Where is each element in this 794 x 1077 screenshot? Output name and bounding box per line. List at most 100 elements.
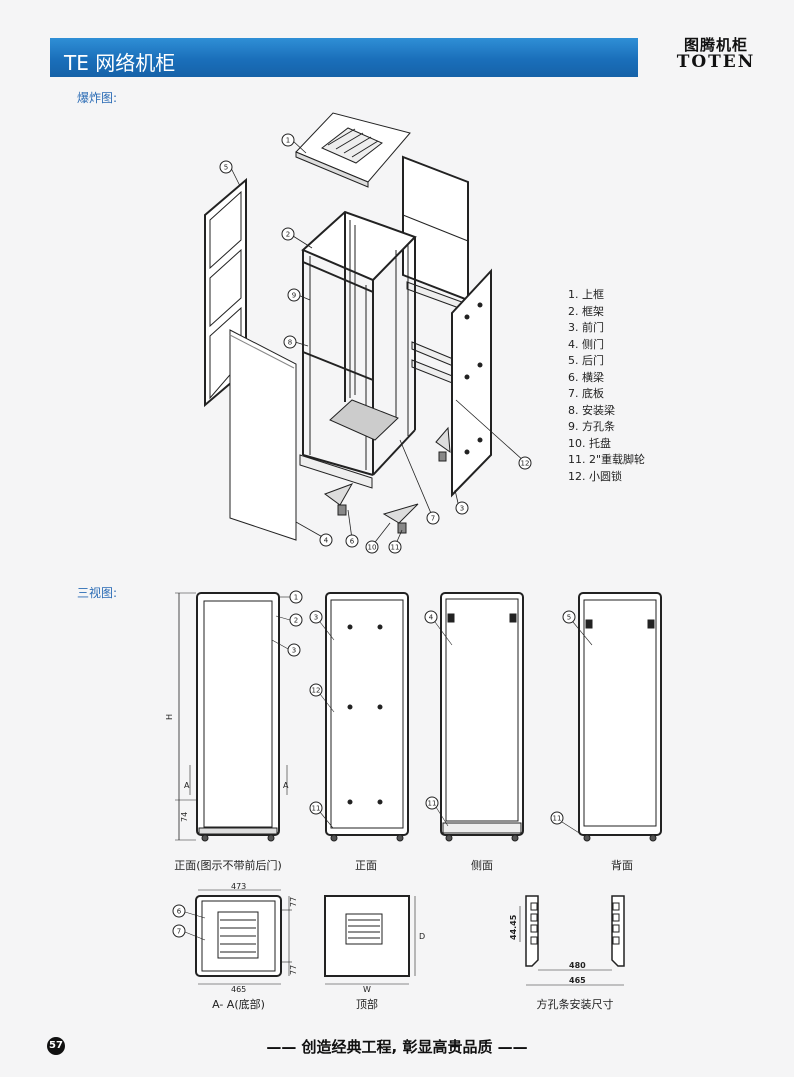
base-dim-label: 74: [180, 812, 189, 822]
footer-slogan: —— 创造经典工程, 彰显高贵品质 ——: [266, 1038, 528, 1056]
callout-marker: [289, 590, 303, 604]
callout-marker: [425, 796, 439, 810]
brand-name-en: TOTEN: [676, 52, 756, 72]
callout-number: 4: [429, 614, 434, 622]
exploded-view: 1 5 2 9 8 3 4 6 7 10 11 12: [204, 112, 532, 554]
callout-number: 12: [521, 460, 530, 468]
callout-marker: [172, 904, 186, 918]
caption-section-aa: A- A(底部): [212, 998, 265, 1011]
callout-marker: [550, 811, 564, 825]
callout-number: 10: [368, 544, 377, 552]
legend-item: 6. 横梁: [568, 370, 604, 384]
legend-item: 12. 小圆锁: [568, 469, 622, 483]
callout-number: 4: [324, 537, 329, 545]
section-mark-a: A: [184, 781, 190, 790]
width-dim-label: W: [363, 985, 371, 994]
callout-number: 5: [567, 614, 571, 622]
legend-item: 11. 2"重载脚轮: [568, 453, 646, 466]
section-aa-view: [195, 889, 292, 985]
depth-77-label: 77: [289, 965, 298, 975]
rail-u-label: 44.45: [509, 914, 518, 940]
callout-marker: [309, 683, 323, 697]
front-view: [325, 592, 409, 842]
cabinet-frame-part: [301, 210, 417, 476]
callout-marker: [426, 511, 440, 525]
legend-item: 9. 方孔条: [568, 420, 615, 433]
rail-mounting-diagram: [519, 895, 625, 986]
front-view-no-door: [175, 592, 291, 842]
legend-item: 3. 前门: [568, 321, 604, 334]
callout-marker: [283, 335, 297, 349]
bottom-plate-part: [299, 454, 373, 489]
caster-part: [382, 503, 419, 524]
legend-item: 7. 底板: [568, 387, 604, 400]
side-door-part: [229, 329, 297, 541]
caption-front: 正面: [355, 859, 377, 872]
tray-part: [329, 399, 399, 441]
callout-marker: [287, 643, 301, 657]
callout-marker: [287, 288, 301, 302]
callout-number: 6: [350, 538, 355, 546]
callout-number: 1: [286, 137, 290, 145]
callout-number: 2: [286, 231, 290, 239]
callout-marker: [424, 610, 438, 624]
title-bar: TE 网络机柜: [50, 38, 638, 77]
callout-marker: [309, 801, 323, 815]
callout-number: 7: [177, 928, 181, 936]
page-number: 57: [47, 1037, 65, 1055]
callout-number: 7: [431, 515, 435, 523]
callout-number: 3: [314, 614, 318, 622]
caster-part: [435, 426, 451, 454]
rail-465-label: 465: [569, 976, 586, 985]
callout-number: 2: [294, 617, 298, 625]
brand-name-cn: 图腾机柜: [683, 36, 748, 54]
exploded-view-label: 爆炸图:: [77, 91, 118, 105]
callout-marker: [388, 540, 402, 554]
callout-number: 12: [312, 687, 321, 695]
callout-number: 3: [460, 505, 464, 513]
callout-marker: [219, 160, 233, 174]
side-view: [440, 592, 524, 842]
legend-item: 1. 上框: [568, 288, 604, 301]
callout-marker: [455, 501, 469, 515]
height-dim-label: H: [165, 714, 174, 720]
legend-item: 8. 安装梁: [568, 403, 615, 417]
legend-item: 10. 托盘: [568, 436, 611, 450]
depth-77-label: 77: [289, 897, 298, 907]
parts-legend: 1. 上框 2. 框架 3. 前门 4. 侧门 5. 后门 6. 横梁 7. 底…: [568, 287, 645, 485]
caption-side: 侧面: [471, 859, 493, 872]
page-title: TE 网络机柜: [64, 51, 176, 75]
callout-marker: [518, 456, 532, 470]
caption-rail-dims: 方孔条安装尺寸: [536, 998, 614, 1011]
caption-top: 顶部: [356, 998, 378, 1011]
callout-number: 11: [428, 800, 437, 808]
width-473-label: 473: [231, 882, 246, 891]
callout-number: 11: [553, 815, 562, 823]
top-view: [324, 895, 416, 985]
section-mark-a: A: [283, 781, 289, 790]
callout-number: 9: [292, 292, 296, 300]
callout-marker: [172, 924, 186, 938]
back-view: [578, 592, 662, 842]
callout-number: 11: [312, 805, 321, 813]
callout-marker: [289, 613, 303, 627]
caster-part: [323, 483, 354, 506]
legend-item: 4. 侧门: [568, 337, 604, 351]
rail-480-label: 480: [569, 961, 586, 970]
callout-number: 1: [294, 594, 298, 602]
caption-front-no-door: 正面(图示不带前后门): [174, 859, 282, 872]
callout-number: 11: [391, 544, 400, 552]
callout-marker: [365, 540, 379, 554]
callout-number: 3: [292, 647, 296, 655]
callout-number: 5: [224, 164, 228, 172]
caption-back: 背面: [611, 859, 633, 872]
legend-item: 5. 后门: [568, 354, 604, 367]
legend-item: 2. 框架: [568, 304, 604, 318]
callout-marker: [319, 533, 333, 547]
callout-marker: [309, 610, 323, 624]
callout-marker: [562, 610, 576, 624]
depth-dim-label: D: [419, 932, 425, 941]
callout-number: 8: [288, 339, 292, 347]
width-465-label: 465: [231, 985, 246, 994]
